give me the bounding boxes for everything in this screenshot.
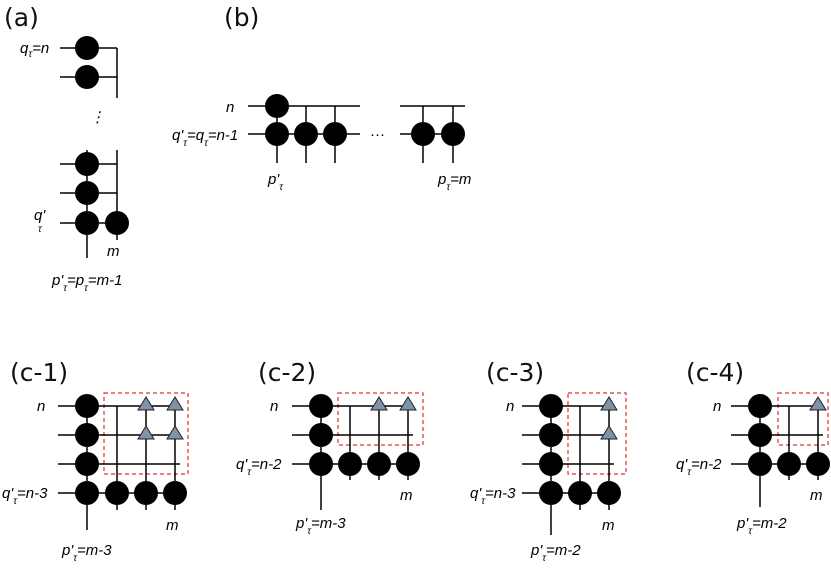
label-p-prime-tau: p'τ=m-3 bbox=[295, 515, 346, 537]
vertical-ellipsis: ⋮ bbox=[90, 109, 105, 126]
panel-c4: (c-4) n q'τ=n-2 m p'τ=m-2 bbox=[676, 358, 830, 537]
node-dot bbox=[441, 122, 465, 146]
node-dot bbox=[75, 181, 99, 205]
node-dot bbox=[134, 481, 158, 505]
label-p-tau-m-1: p'τ=pτ=m-1 bbox=[51, 272, 122, 294]
triangle-marker bbox=[600, 396, 618, 411]
label-m: m bbox=[602, 517, 615, 534]
panel-c4-dots bbox=[748, 394, 830, 476]
label-n: n bbox=[506, 398, 514, 415]
panel-c1-triangles bbox=[137, 396, 184, 440]
panel-c4-triangles bbox=[809, 396, 827, 411]
label-q-prime-tau: q' bbox=[34, 207, 46, 224]
node-dot bbox=[265, 122, 289, 146]
label-p-prime-tau: p'τ bbox=[267, 171, 284, 193]
node-dot bbox=[597, 481, 621, 505]
node-dot bbox=[539, 394, 563, 418]
panel-a: (a) ⋮ qτ=n q' τ m p'τ=pτ=m-1 bbox=[4, 3, 129, 294]
node-dot bbox=[75, 423, 99, 447]
node-dot bbox=[777, 452, 801, 476]
node-dot bbox=[75, 394, 99, 418]
node-dot bbox=[309, 423, 333, 447]
node-dot bbox=[105, 211, 129, 235]
triangle-marker bbox=[399, 396, 417, 411]
dashed-box bbox=[777, 392, 829, 446]
node-dot bbox=[806, 452, 830, 476]
node-dot bbox=[75, 481, 99, 505]
node-dot bbox=[75, 152, 99, 176]
triangle-marker bbox=[137, 396, 155, 411]
node-dot bbox=[309, 394, 333, 418]
panel-c2-dots bbox=[309, 394, 420, 476]
panel-c1-dots bbox=[75, 394, 187, 505]
triangle-marker bbox=[166, 425, 184, 440]
panel-c3-label: (c-3) bbox=[486, 358, 544, 387]
label-q-prime-tau: q'τ=n-2 bbox=[236, 456, 282, 478]
panel-b-label: (b) bbox=[224, 3, 259, 32]
label-q-prime-tau: q'τ=n-2 bbox=[676, 456, 722, 478]
panel-c4-label: (c-4) bbox=[686, 358, 744, 387]
node-dot bbox=[75, 36, 99, 60]
node-dot bbox=[75, 452, 99, 476]
node-dot bbox=[568, 481, 592, 505]
horizontal-ellipsis: ··· bbox=[370, 126, 385, 143]
triangle-marker bbox=[600, 425, 618, 440]
panel-b-dots bbox=[265, 94, 465, 146]
label-m: m bbox=[166, 517, 179, 534]
label-q-tau-n: qτ=n bbox=[20, 40, 49, 60]
panel-b: (b) ··· n q'τ=qτ=n-1 p'τ pτ=m bbox=[172, 3, 471, 193]
panel-c1: (c-1) n q'τ=n-3 m bbox=[2, 358, 189, 564]
dashed-box bbox=[337, 392, 424, 446]
label-n: n bbox=[713, 398, 721, 415]
label-n: n bbox=[226, 99, 234, 116]
label-m: m bbox=[400, 487, 413, 504]
node-dot bbox=[309, 452, 333, 476]
node-dot bbox=[323, 122, 347, 146]
triangle-marker bbox=[809, 396, 827, 411]
panel-c2-label: (c-2) bbox=[258, 358, 316, 387]
node-dot bbox=[748, 452, 772, 476]
panel-c1-label: (c-1) bbox=[10, 358, 68, 387]
node-dot bbox=[75, 65, 99, 89]
node-dot bbox=[338, 452, 362, 476]
panel-c3: (c-3) n q'τ=n-3 m p'τ=m-2 bbox=[470, 358, 627, 564]
label-m: m bbox=[107, 243, 120, 260]
triangle-marker bbox=[137, 425, 155, 440]
node-dot bbox=[748, 394, 772, 418]
label-n: n bbox=[37, 398, 45, 415]
panel-c2-triangles bbox=[370, 396, 417, 411]
node-dot bbox=[539, 423, 563, 447]
node-dot bbox=[163, 481, 187, 505]
node-dot bbox=[539, 481, 563, 505]
node-dot bbox=[265, 94, 289, 118]
panel-c2: (c-2) n q'τ=n-2 m p'τ=m-3 bbox=[236, 358, 424, 537]
node-dot bbox=[367, 452, 391, 476]
panel-a-dots bbox=[75, 36, 129, 235]
node-dot bbox=[748, 423, 772, 447]
node-dot bbox=[75, 211, 99, 235]
node-dot bbox=[294, 122, 318, 146]
node-dot bbox=[105, 481, 129, 505]
label-q-prime-tau-n-1: q'τ=qτ=n-1 bbox=[172, 127, 238, 149]
label-q-prime-tau: q'τ=n-3 bbox=[2, 485, 48, 507]
label-m: m bbox=[810, 487, 823, 504]
label-q-prime-tau: q'τ=n-3 bbox=[470, 485, 516, 507]
panel-c3-triangles bbox=[600, 396, 618, 440]
panel-a-label: (a) bbox=[4, 3, 39, 32]
panel-c3-dots bbox=[539, 394, 621, 505]
label-n: n bbox=[270, 398, 278, 415]
label-p-prime-tau: p'τ=m-2 bbox=[736, 515, 787, 537]
label-p-prime-tau: p'τ=m-3 bbox=[61, 542, 112, 564]
triangle-marker bbox=[166, 396, 184, 411]
dashed-box bbox=[567, 392, 627, 475]
label-p-prime-tau: p'τ=m-2 bbox=[530, 542, 581, 564]
triangle-marker bbox=[370, 396, 388, 411]
node-dot bbox=[539, 452, 563, 476]
label-p-tau-m: pτ=m bbox=[437, 171, 471, 193]
node-dot bbox=[411, 122, 435, 146]
node-dot bbox=[396, 452, 420, 476]
label-q-prime-tau-sub: τ bbox=[38, 224, 43, 235]
